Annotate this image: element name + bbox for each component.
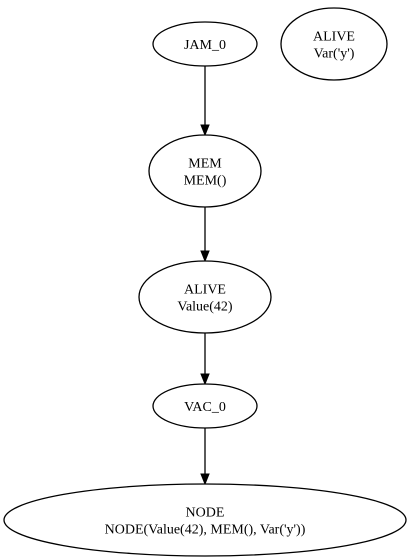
edge-mem-to-alive-value xyxy=(200,207,210,263)
node-alive-var: ALIVE Var('y') xyxy=(280,7,388,81)
edge-jam0-to-mem xyxy=(200,66,210,137)
edge-vac0-to-node xyxy=(200,428,210,486)
edges-layer xyxy=(200,66,210,486)
node-ellipse xyxy=(138,260,272,334)
node-label: ALIVE xyxy=(313,30,355,45)
arrow-head xyxy=(200,250,210,263)
edge-alive-value-to-vac0 xyxy=(200,333,210,386)
node-label: Var('y') xyxy=(314,47,355,62)
node-label: NODE xyxy=(186,506,225,521)
arrow-head xyxy=(200,124,210,137)
node-label: VAC_0 xyxy=(184,400,226,415)
node-ellipse xyxy=(152,383,258,429)
node-ellipse xyxy=(3,483,407,557)
node-vac0: VAC_0 xyxy=(152,383,258,429)
node-label: ALIVE xyxy=(184,283,226,298)
node-node: NODE NODE(Value(42), MEM(), Var('y')) xyxy=(3,483,407,557)
node-mem: MEM MEM() xyxy=(148,134,262,208)
node-label: NODE(Value(42), MEM(), Var('y')) xyxy=(105,523,306,538)
node-ellipse xyxy=(148,134,262,208)
node-label: JAM_0 xyxy=(184,38,226,53)
node-jam0: JAM_0 xyxy=(152,21,258,67)
nodes-layer: JAM_0ALIVEVar('y')MEMMEM()ALIVEValue(42)… xyxy=(3,7,407,557)
node-label: MEM xyxy=(188,157,222,172)
node-label: Value(42) xyxy=(177,300,233,315)
node-alive-value: ALIVE Value(42) xyxy=(138,260,272,334)
node-ellipse xyxy=(280,7,388,81)
arrow-head xyxy=(200,473,210,486)
node-label: MEM() xyxy=(184,174,227,189)
node-ellipse xyxy=(152,21,258,67)
arrow-head xyxy=(200,373,210,386)
